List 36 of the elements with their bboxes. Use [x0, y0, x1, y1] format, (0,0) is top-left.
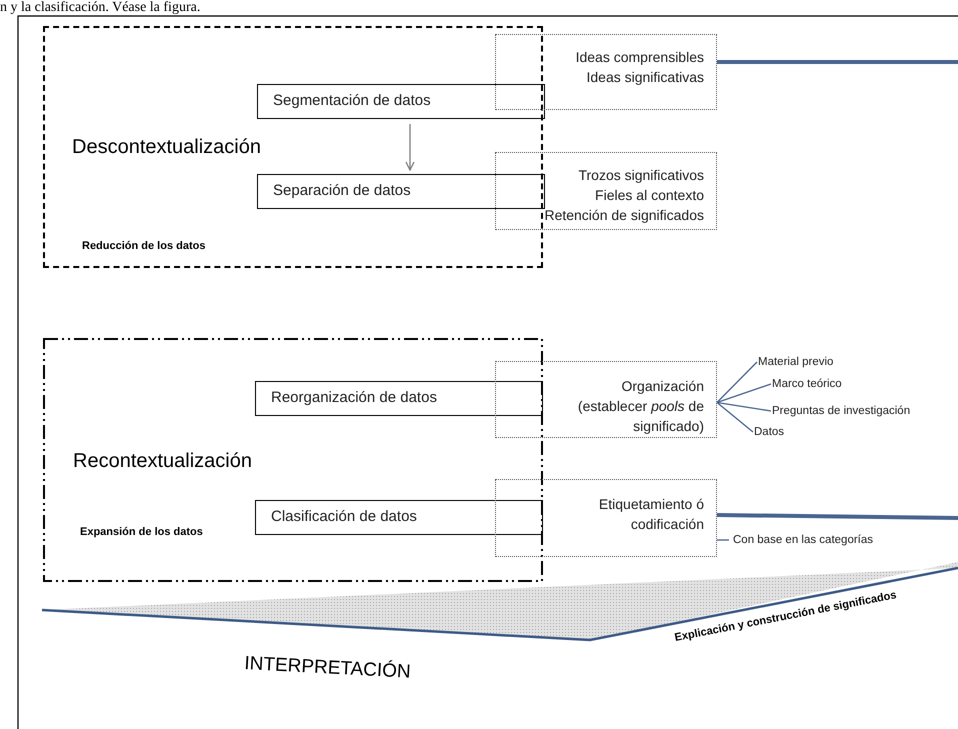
- note-box: [495, 34, 717, 110]
- phase-frame: [43, 338, 543, 582]
- process-box: Reorganización de datos: [255, 381, 543, 416]
- process-box: Separación de datos: [257, 174, 545, 209]
- phase-subtitle: Expansión de los datos: [80, 526, 203, 538]
- note-box: [495, 152, 717, 230]
- note-text: Organización (establecer pools de significado): [576, 377, 704, 436]
- note-box: [495, 361, 717, 438]
- note-text: Retención de significados: [544, 206, 704, 225]
- body-text: n y la clasificación. Véase la figura.: [0, 0, 200, 16]
- note-text: Ideas comprensibles: [576, 48, 704, 67]
- item-label: Datos: [754, 426, 784, 438]
- item-label: Con base en las categorías: [733, 534, 874, 546]
- phase-subtitle: Reducción de los datos: [82, 240, 206, 252]
- item-label: Preguntas de investigación: [772, 405, 910, 417]
- connector-line: [717, 60, 958, 64]
- connector-line: [716, 362, 758, 403]
- connector-line: [716, 402, 754, 432]
- connector-line: [716, 383, 772, 404]
- item-label: Material previo: [758, 356, 834, 368]
- note-text: Trozos significativos: [578, 166, 704, 185]
- note-box: [495, 479, 717, 557]
- wedge-title: INTERPRETACIÓN: [244, 653, 412, 684]
- arrow: [405, 124, 415, 171]
- phase-frame: [43, 26, 543, 268]
- connector-line: [716, 402, 772, 412]
- item-label: Marco teórico: [772, 378, 842, 390]
- phase-title: Recontextualización: [73, 450, 252, 473]
- connector-line: [717, 539, 729, 541]
- note-text: Fieles al contexto: [595, 186, 704, 205]
- note-text: Etiquetamiento ó codificación: [598, 495, 704, 534]
- process-box: Clasificación de datos: [255, 500, 543, 535]
- process-box: Segmentación de datos: [257, 84, 545, 119]
- connector-line: [716, 513, 958, 520]
- phase-title: Descontextualización: [72, 136, 261, 159]
- note-text: Ideas significativas: [586, 68, 704, 87]
